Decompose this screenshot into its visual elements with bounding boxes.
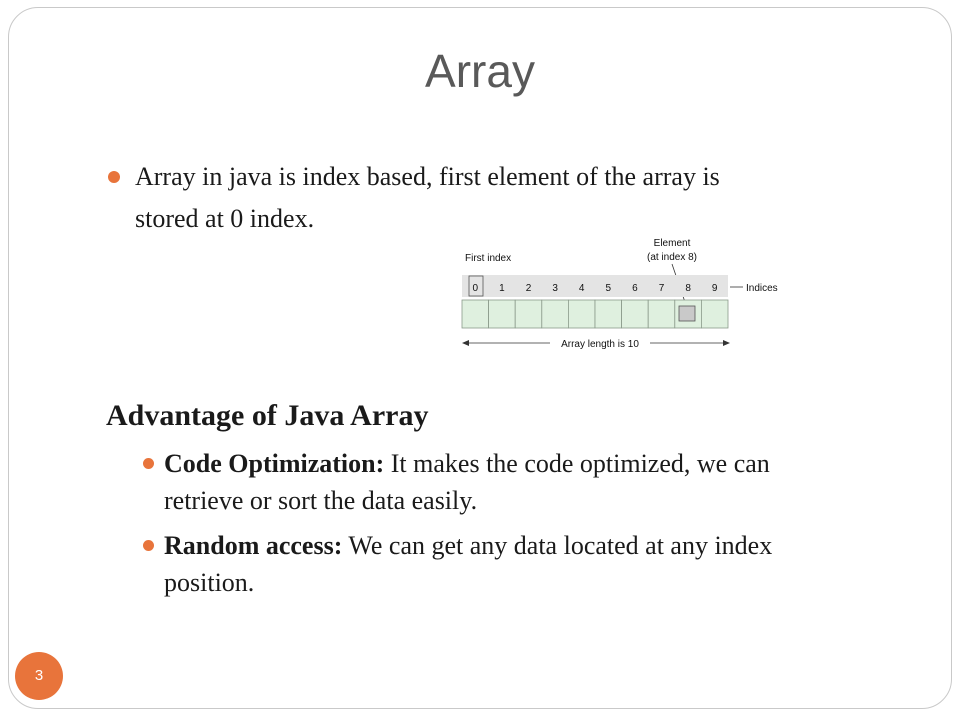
index-label: 0: [473, 283, 479, 294]
array-cell: [461, 299, 490, 329]
array-cell: [488, 299, 516, 329]
length-arrow-head-left: [462, 340, 469, 346]
advantage-term: Random access:: [164, 531, 343, 560]
index-label: 8: [685, 283, 691, 294]
element-label-line2: (at index 8): [647, 252, 697, 263]
advantage-line: Code Optimization: It makes the code opt…: [164, 445, 770, 483]
element-label-line1: Element: [654, 238, 691, 249]
bullet-text-line: Array in java is index based, first elem…: [135, 162, 720, 191]
length-label: Array length is 10: [561, 339, 639, 350]
array-cell: [594, 299, 623, 329]
first-index-label: First index: [465, 253, 511, 264]
bullet-dot: [143, 458, 154, 469]
array-cell: [514, 299, 543, 329]
advantage-line: retrieve or sort the data easily.: [164, 486, 478, 515]
slide-frame: [8, 7, 952, 709]
index-label: 9: [712, 283, 718, 294]
slide-number-badge: 3: [15, 652, 63, 700]
bullet-dot: [108, 171, 120, 183]
index-label: 3: [552, 283, 558, 294]
index-label: 6: [632, 283, 638, 294]
bullet-text-line: stored at 0 index.: [135, 204, 315, 233]
first-index-box: [468, 275, 484, 297]
index-label: 5: [606, 283, 612, 294]
index-label: 7: [659, 283, 665, 294]
bullet-dot: [143, 540, 154, 551]
array-diagram: First index Element (at index 8) 0 1 2 3 4 5 6…: [461, 238, 778, 351]
slide-title: Array: [425, 45, 535, 97]
index-label: 2: [526, 283, 532, 294]
advantage-text: It makes the code optimized, we can: [384, 449, 770, 478]
length-label-bg: [550, 335, 650, 351]
index-label: 1: [499, 283, 505, 294]
array-cell: [647, 299, 676, 329]
index-labels: 0 1 2 3 4 5 6 7 8 9: [473, 283, 718, 294]
advantage-term: Code Optimization:: [164, 449, 385, 478]
advantage-text: We can get any data located at any index: [342, 531, 773, 560]
array-cell: [700, 299, 729, 329]
indices-band: [462, 275, 728, 297]
advantage-line: position.: [164, 568, 255, 597]
array-cells: [461, 299, 729, 329]
array-cell: [541, 299, 569, 329]
index-label: 4: [579, 283, 585, 294]
indices-label: Indices: [746, 283, 778, 294]
highlighted-element: [678, 305, 696, 322]
advantage-line: Random access: We can get any data locat…: [164, 527, 772, 565]
section-heading: Advantage of Java Array: [106, 399, 429, 432]
array-cell: [568, 299, 596, 329]
array-cell: [621, 299, 649, 329]
length-arrow-head-right: [723, 340, 730, 346]
